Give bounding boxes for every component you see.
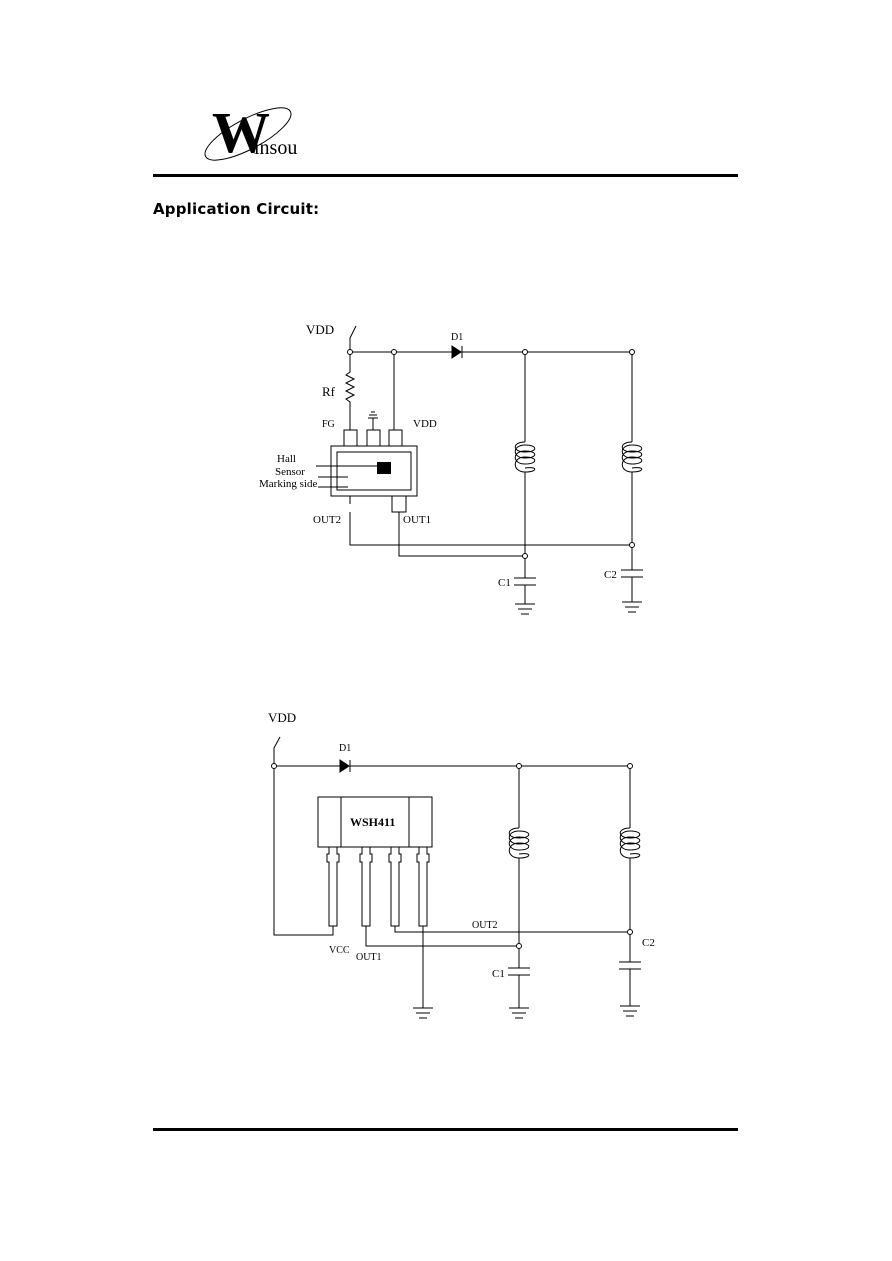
footer-rule: [153, 1128, 738, 1131]
c2-d1-label: D1: [339, 743, 351, 754]
c1-out2-label: OUT2: [313, 514, 341, 526]
c1-vdd-label: VDD: [306, 322, 334, 337]
c2-vcc-label: VCC: [329, 945, 350, 956]
c2-chip-pins: [326, 847, 430, 927]
c2-coil-right: [619, 827, 641, 859]
c1-out1-label: OUT1: [403, 514, 431, 526]
winson-logo: W insou: [204, 100, 297, 164]
c1-capacitor-c2: [621, 569, 643, 613]
section-title: Application Circuit:: [153, 200, 320, 218]
c1-fg-label: FG: [322, 419, 335, 430]
circuit-2: VDD D1 WSH411 OUT2 VCC: [268, 710, 655, 1019]
c1-coil-left: [514, 441, 536, 473]
c2-vdd-label: VDD: [268, 710, 296, 725]
c1-rf-label: Rf: [322, 384, 336, 399]
logo-letter: W: [212, 100, 270, 164]
header-rule: [153, 174, 738, 177]
c1-d1-label: D1: [451, 332, 463, 343]
c2-wsh411-chip: [317, 796, 433, 848]
c2-chip-label: WSH411: [350, 815, 395, 829]
circuit-1: VDD D1 Rf FG VDD Hall: [259, 322, 643, 615]
c1-sensor-label: Sensor: [275, 466, 305, 478]
c2-out1-label: OUT1: [356, 952, 382, 963]
c2-capacitor-c2: [619, 961, 641, 1017]
c2-c2-label: C2: [642, 937, 655, 949]
c2-c1-label: C1: [492, 968, 505, 980]
c1-hall-label: Hall: [277, 453, 296, 465]
c2-diode-d1: [339, 759, 351, 773]
c1-c1-label: C1: [498, 577, 511, 589]
c1-coil-right: [621, 441, 643, 473]
c1-marking-side-label: Marking side: [259, 478, 317, 490]
c1-vdd-pin-label: VDD: [413, 418, 437, 430]
c1-diode-d1: [451, 345, 463, 359]
c2-coil-left: [508, 827, 530, 859]
c2-out2-label: OUT2: [472, 920, 498, 931]
c2-capacitor-c1: [508, 967, 530, 1019]
c1-capacitor-c1: [514, 577, 536, 615]
c1-c2-label: C2: [604, 569, 617, 581]
c1-hall-sensor-package: [330, 445, 418, 497]
logo-text: insou: [254, 137, 297, 159]
